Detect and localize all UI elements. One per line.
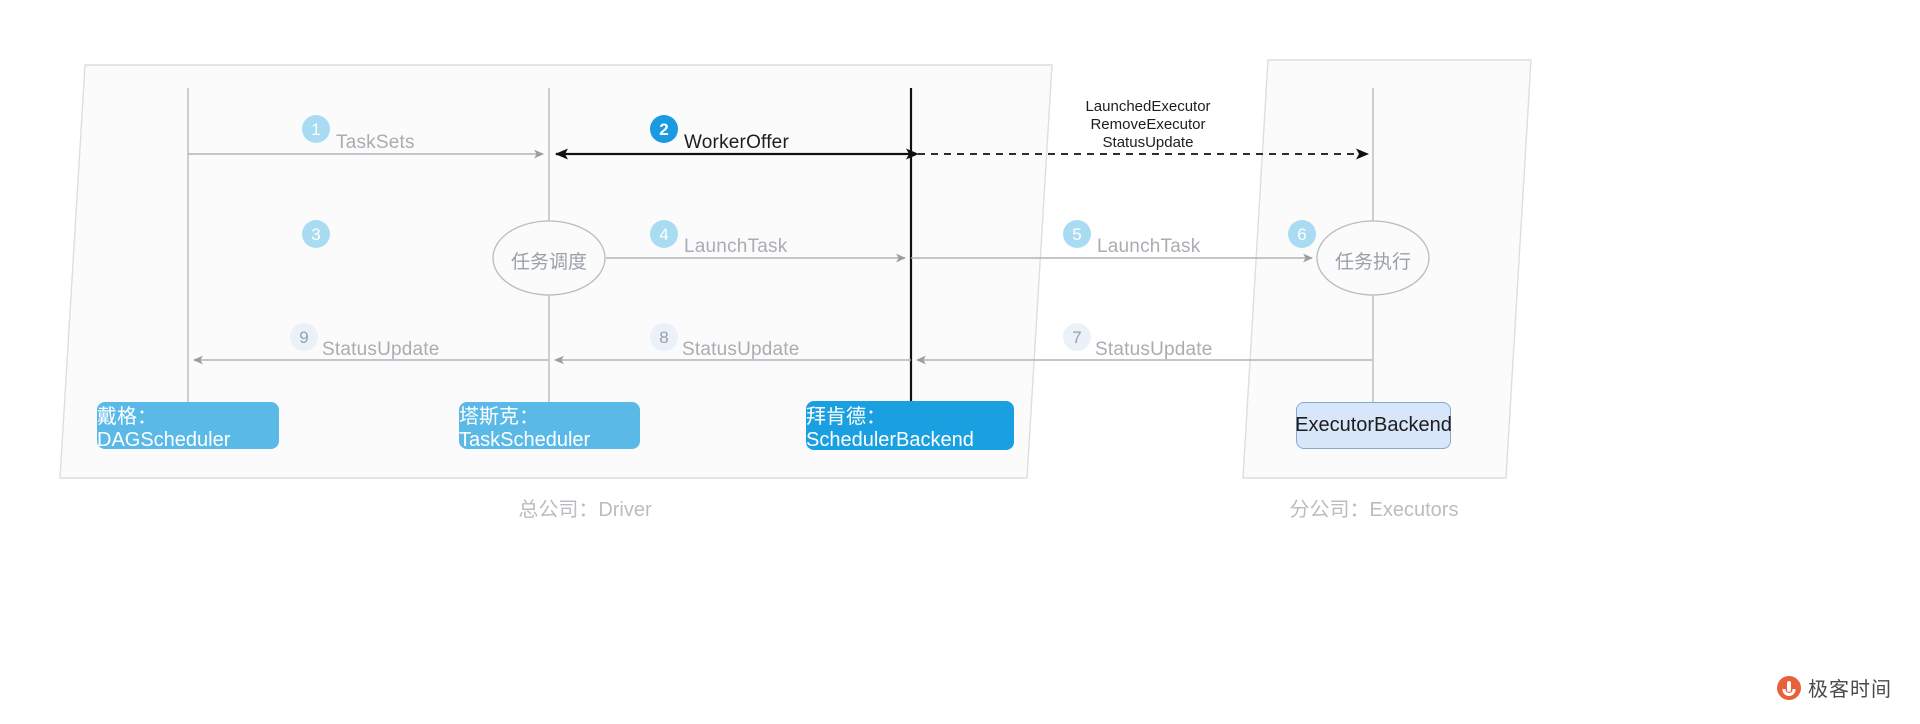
message-label-launchtask-1: LaunchTask bbox=[684, 236, 788, 257]
message-label-statusupdate-2: StatusUpdate bbox=[682, 339, 800, 360]
dashed-line-3: StatusUpdate bbox=[1102, 134, 1194, 151]
step-badge-9: 9 bbox=[290, 323, 318, 351]
panel-caption-executors: 分公司：Executors bbox=[1289, 499, 1459, 521]
geekbang-logo-icon bbox=[1777, 675, 1801, 700]
message-label-tasksets: TaskSets bbox=[336, 132, 415, 153]
panel-caption-driver: 总公司：Driver bbox=[518, 499, 652, 521]
dashed-arrow-caption: LaunchedExecutor RemoveExecutor StatusUp… bbox=[1046, 98, 1250, 152]
ellipse-label-task-scheduling: 任务调度 bbox=[510, 252, 587, 273]
step-badge-8: 8 bbox=[650, 323, 678, 351]
step-badge-7: 7 bbox=[1063, 323, 1091, 351]
node-label-schedulerbackend: 拜肯德：SchedulerBackend bbox=[806, 405, 974, 451]
node-executorbackend[interactable]: ExecutorBackend bbox=[1295, 402, 1452, 449]
node-label-executorbackend: ExecutorBackend bbox=[1295, 414, 1452, 436]
step-badge-6: 6 bbox=[1288, 220, 1316, 248]
step-badge-3: 3 bbox=[302, 220, 330, 248]
ellipse-label-task-execution: 任务执行 bbox=[1334, 252, 1411, 273]
step-badge-4: 4 bbox=[650, 220, 678, 248]
step-badge-5: 5 bbox=[1063, 220, 1091, 248]
step-badge-2: 2 bbox=[650, 115, 678, 143]
node-label-taskscheduler: 塔斯克：TaskScheduler bbox=[459, 405, 591, 451]
ellipse-task-scheduling bbox=[492, 220, 606, 296]
node-schedulerbackend[interactable]: 拜肯德：SchedulerBackend bbox=[806, 401, 1014, 451]
watermark-text: 极客时间 bbox=[1808, 679, 1892, 701]
message-label-statusupdate-3: StatusUpdate bbox=[322, 339, 440, 360]
message-label-workeroffer: WorkerOffer bbox=[684, 132, 789, 153]
node-dagscheduler[interactable]: 戴格：DAGScheduler bbox=[97, 402, 279, 451]
node-taskscheduler[interactable]: 塔斯克：TaskScheduler bbox=[459, 402, 640, 451]
step-badge-1: 1 bbox=[302, 115, 330, 143]
ellipse-task-execution bbox=[1316, 220, 1430, 296]
node-label-dagscheduler: 戴格：DAGScheduler bbox=[97, 405, 231, 451]
dashed-line-2: RemoveExecutor bbox=[1090, 116, 1206, 133]
message-label-statusupdate-1: StatusUpdate bbox=[1095, 339, 1213, 360]
watermark: 极客时间 bbox=[1777, 673, 1892, 702]
dashed-line-1: LaunchedExecutor bbox=[1085, 98, 1211, 115]
message-label-launchtask-2: LaunchTask bbox=[1097, 236, 1201, 257]
